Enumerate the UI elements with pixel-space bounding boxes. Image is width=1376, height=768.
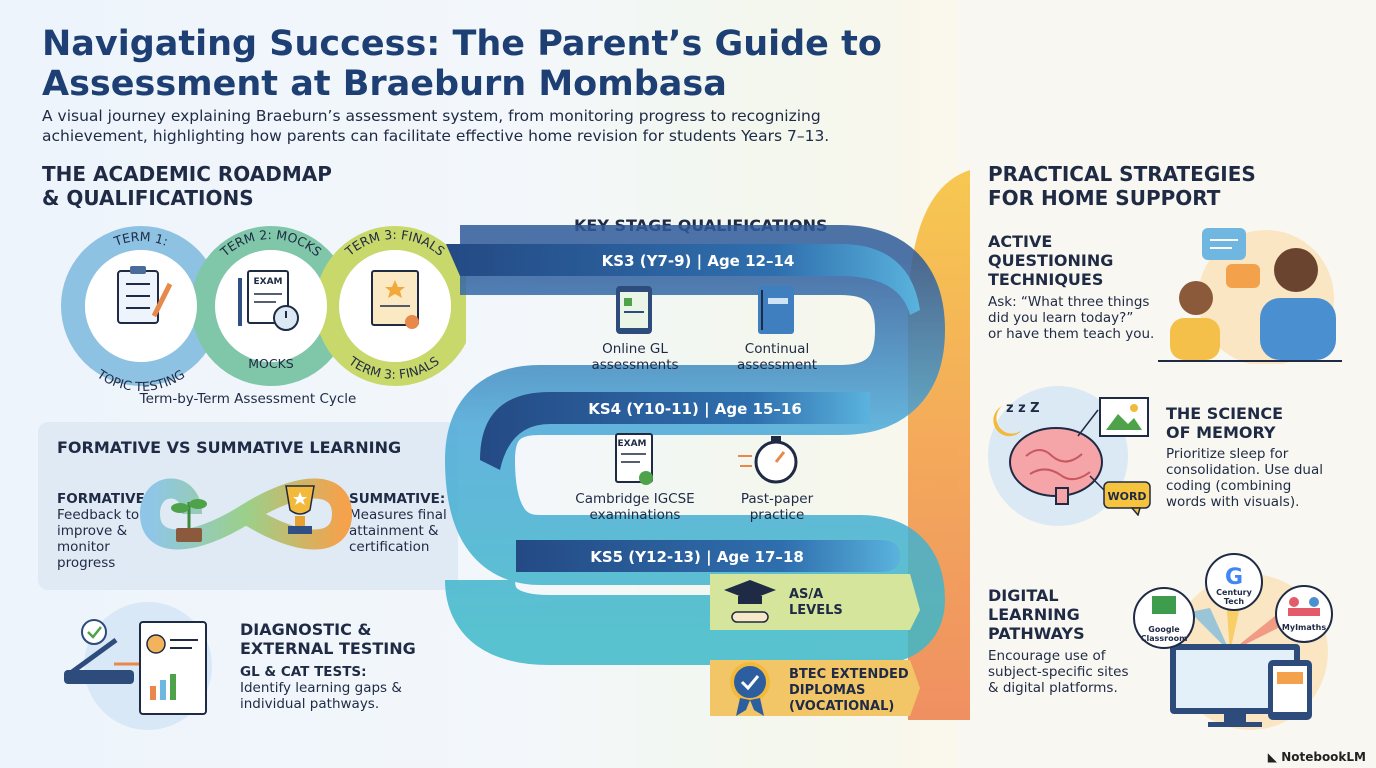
ks5-item-alevels: AS/A LEVELS [789, 587, 843, 618]
digital-platforms-illustration: Google Classroom G Century Tech MyImaths [1133, 553, 1333, 730]
memory-illustration: z z Z [988, 386, 1128, 526]
century-tech-label-line2: Tech [1224, 597, 1245, 606]
zzz-icon: z z Z [1006, 401, 1040, 416]
exam-paper-icon: EXAM [238, 270, 299, 331]
notebooklm-label: NotebookLM [1281, 750, 1366, 764]
ks4-band [480, 392, 870, 470]
award-badge-icon [730, 662, 770, 716]
diagnostic-heading: DIAGNOSTIC & EXTERNAL TESTING [240, 620, 416, 658]
notebooklm-logo-icon: ◣ [1267, 750, 1277, 764]
active-questioning-heading: ACTIVE QUESTIONING TECHNIQUES [988, 232, 1114, 289]
picture-frame-icon [1099, 397, 1149, 437]
ks5-item-btec: BTEC EXTENDED DIPLOMAS (VOCATIONAL) [789, 667, 909, 714]
stopwatch-icon [738, 436, 798, 484]
ks5-label: KS5 (Y12-13) | Age 17–18 [590, 548, 804, 567]
google-classroom-label-line1: Google [1148, 625, 1180, 634]
ks3-item-online-gl: Online GL assessments [591, 341, 679, 373]
term1-top-label: TERM 1: [111, 229, 170, 249]
diagnostic-illustration [64, 602, 212, 730]
certificate-icon [371, 270, 419, 329]
assessment-cycle-rings: TERM 1: TOPIC TESTING TERM 2: MOCKS MOCK… [61, 226, 466, 394]
ks4-item-past-paper: Past-paper practice [740, 491, 814, 523]
active-questioning-text: Ask: “What three things did you learn to… [988, 294, 1155, 342]
moon-icon [993, 406, 1022, 437]
ks3-item-continual: Continual assessment [736, 341, 818, 373]
scanner-icon [64, 637, 144, 684]
keystage-pathway: KS3 (Y7-9) | Age 12–14 KS4 (Y10-11) | Ag… [444, 170, 970, 720]
ks3-label: KS3 (Y7-9) | Age 12–14 [602, 252, 795, 271]
myimaths-badge: MyImaths [1275, 585, 1333, 643]
chat-check-icon [81, 619, 107, 645]
roadmap-heading: THE ACADEMIC ROADMAP & QUALIFICATIONS [42, 162, 332, 210]
child-figure [1170, 281, 1220, 360]
parent-child-illustration [1158, 228, 1342, 364]
sprout-icon [171, 499, 207, 542]
ks3-band [446, 244, 920, 315]
ks5-band [516, 540, 900, 572]
ks4-item-igcse: Cambridge IGCSE examinations [575, 491, 695, 523]
svg-text:EXAM: EXAM [253, 277, 282, 287]
myimaths-label: MyImaths [1282, 623, 1326, 632]
svg-text:EXAM: EXAM [617, 439, 646, 449]
page-subtitle: A visual journey explaining Braeburn’s a… [42, 107, 830, 145]
digital-heading: DIGITAL LEARNING PATHWAYS [988, 586, 1085, 643]
speech-bubble-icon [1202, 228, 1260, 288]
google-g-icon: G [1225, 565, 1243, 590]
formative-text: Feedback to improve & monitor progress [57, 507, 140, 571]
google-classroom-label-line2: Classroom [1141, 634, 1188, 643]
summative-text: Measures final attainment & certificatio… [349, 507, 447, 555]
memory-heading: THE SCIENCE OF MEMORY [1166, 404, 1284, 442]
ks4-label: KS4 (Y10-11) | Age 15–16 [588, 400, 802, 419]
tablet-device-icon [1268, 660, 1312, 720]
title-line-2: Assessment at Braeburn Mombasa [42, 64, 727, 104]
notebooklm-brand: ◣ NotebookLM [1268, 750, 1366, 764]
summative-label: SUMMATIVE: [349, 491, 446, 507]
century-tech-label-line1: Century [1216, 588, 1252, 597]
term2-bottom-label: MOCKS [248, 356, 294, 371]
word-bubble-icon: WORD [1103, 481, 1151, 516]
profile-report-icon [139, 621, 207, 715]
rays [1190, 598, 1290, 652]
clipboard-icon [117, 266, 173, 324]
infinity-loop [140, 478, 352, 550]
graduation-cap-icon [724, 580, 776, 623]
formative-heading: FORMATIVE VS SUMMATIVE LEARNING [57, 438, 402, 457]
formative-label: FORMATIVE: [57, 491, 151, 507]
digital-text: Encourage use of subject-specific sites … [988, 648, 1129, 696]
century-tech-badge: G Century Tech [1205, 553, 1263, 611]
notebook-icon [758, 286, 794, 334]
memory-text: Prioritize sleep for consolidation. Use … [1166, 446, 1323, 510]
diagnostic-text: Identify learning gaps & individual path… [240, 680, 402, 712]
title-line-1: Navigating Success: The Parent’s Guide t… [42, 24, 882, 64]
cycle-caption: Term-by-Term Assessment Cycle [139, 391, 357, 407]
word-tag: WORD [1107, 490, 1146, 503]
brain-icon [1009, 427, 1103, 505]
exam-paper-check-icon: EXAM [615, 433, 653, 485]
strategies-heading: PRACTICAL STRATEGIES FOR HOME SUPPORT [988, 162, 1256, 210]
tablet-icon [616, 286, 652, 334]
diagnostic-sub: GL & CAT TESTS: [240, 664, 367, 680]
page-title: Navigating Success: The Parent’s Guide t… [42, 24, 922, 104]
trophy-icon [285, 485, 315, 534]
google-classroom-badge: Google Classroom [1133, 587, 1195, 649]
parent-figure [1260, 248, 1336, 360]
